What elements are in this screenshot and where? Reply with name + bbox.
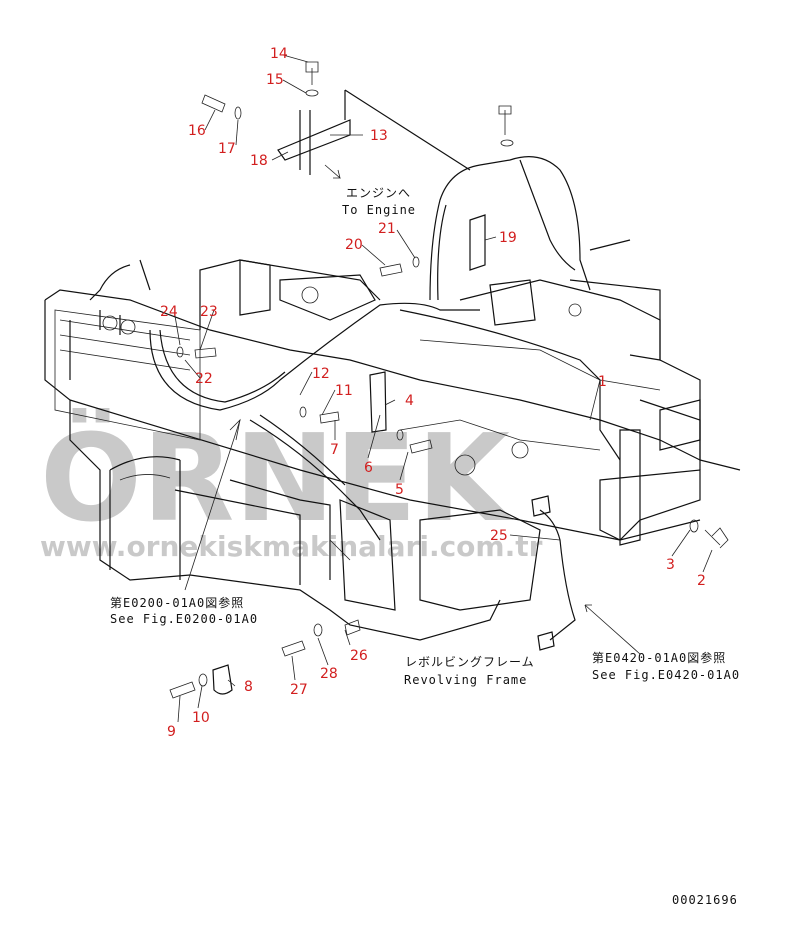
revolving-frame-jp: レボルビングフレーム <box>405 655 535 669</box>
fig-e0200-ref-jp: 第E0200-01A0図参照 <box>110 595 244 610</box>
part-label-4: 4 <box>405 393 414 409</box>
revolving-frame-en: Revolving Frame <box>404 673 527 687</box>
part-label-13: 13 <box>370 128 388 144</box>
reference-annotations: エンジンへ To Engine 第E0200-01A0図参照 See Fig.E… <box>110 186 740 907</box>
part-label-2: 2 <box>697 573 706 589</box>
drawing-number: 00021696 <box>672 893 738 907</box>
watermark-url: www.ornekiskmakinalari.com.tr <box>40 530 543 563</box>
part-label-23: 23 <box>200 304 218 320</box>
watermark: ÖRNEK www.ornekiskmakinalari.com.tr <box>40 409 543 563</box>
engine-ref-jp: エンジンへ <box>346 186 411 200</box>
engine-ref-en: To Engine <box>342 203 416 217</box>
hardware-parts <box>169 61 729 699</box>
part-label-3: 3 <box>666 557 675 573</box>
part-label-5: 5 <box>395 482 404 498</box>
part-label-21: 21 <box>378 221 396 237</box>
part-label-12: 12 <box>312 366 330 382</box>
part-label-11: 11 <box>335 383 353 399</box>
part-label-14: 14 <box>270 46 288 62</box>
part-label-15: 15 <box>266 72 284 88</box>
wire-harness <box>89 156 631 641</box>
part-label-24: 24 <box>160 304 178 320</box>
part-label-17: 17 <box>218 141 236 157</box>
revolving-frame-drawing <box>44 259 741 641</box>
fig-e0420-ref-jp: 第E0420-01A0図参照 <box>592 650 726 665</box>
part-label-6: 6 <box>364 460 373 476</box>
fig-e0420-ref-en: See Fig.E0420-01A0 <box>592 668 740 682</box>
leader-lines <box>174 54 713 723</box>
part-label-7: 7 <box>330 442 339 458</box>
part-label-16: 16 <box>188 123 206 139</box>
fig-e0200-ref-en: See Fig.E0200-01A0 <box>110 612 258 626</box>
part-label-20: 20 <box>345 237 363 253</box>
part-label-19: 19 <box>499 230 517 246</box>
part-label-28: 28 <box>320 666 338 682</box>
part-label-27: 27 <box>290 682 308 698</box>
part-label-9: 9 <box>167 724 176 740</box>
part-label-22: 22 <box>195 371 213 387</box>
part-label-26: 26 <box>350 648 368 664</box>
part-labels: 14 15 16 17 13 18 19 21 20 23 24 22 12 1… <box>160 46 706 740</box>
part-label-25: 25 <box>490 528 508 544</box>
watermark-brand: ÖRNEK <box>40 409 514 549</box>
part-label-18: 18 <box>250 153 268 169</box>
part-label-1: 1 <box>598 374 607 390</box>
part-label-10: 10 <box>192 710 210 726</box>
part-label-8: 8 <box>244 679 253 695</box>
